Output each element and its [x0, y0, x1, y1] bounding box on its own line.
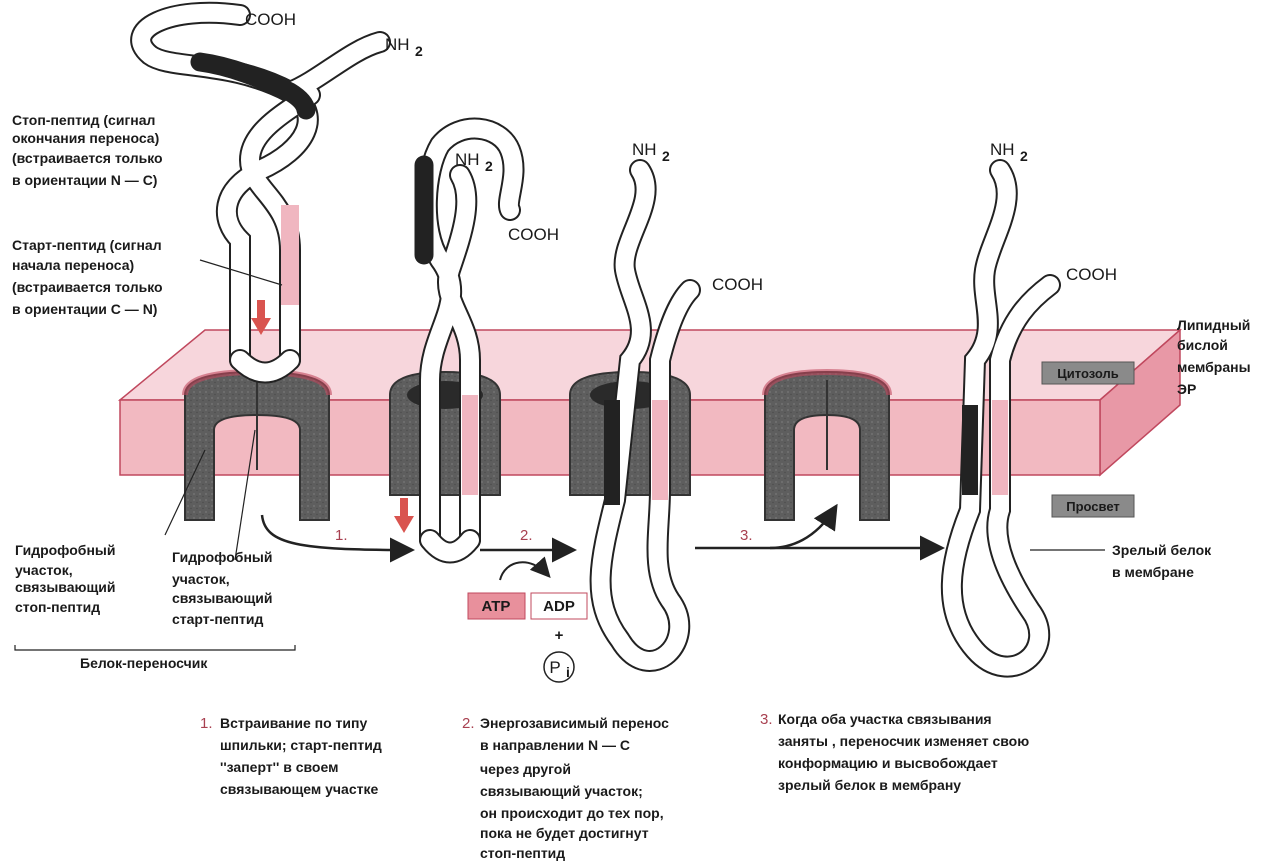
svg-text:окончания переноса): окончания переноса)	[12, 130, 159, 146]
svg-text:заняты , переносчик изменяет с: заняты , переносчик изменяет свою	[778, 733, 1029, 749]
step-3-caption: 3. Когда оба участка связывания заняты ,…	[760, 711, 1029, 793]
svg-text:связывающий: связывающий	[15, 579, 115, 595]
step-3-num: 3.	[740, 527, 753, 544]
svg-text:старт-пептид: старт-пептид	[172, 611, 263, 627]
pi-circle: P i	[544, 652, 574, 682]
cytosol-label: Цитозоль	[1057, 366, 1118, 381]
svg-text:зрелый белок в мембрану: зрелый белок в мембрану	[778, 777, 961, 793]
svg-text:1.: 1.	[200, 715, 213, 732]
carrier-protein-1	[185, 372, 329, 520]
step-1-num: 1.	[335, 527, 348, 544]
svg-text:в ориентации N — C): в ориентации N — C)	[12, 172, 157, 188]
svg-text:в мембране: в мембране	[1112, 564, 1194, 580]
svg-text:через другой: через другой	[480, 761, 571, 777]
svg-text:(встраивается только: (встраивается только	[12, 279, 163, 295]
svg-text:в ориентации С — N): в ориентации С — N)	[12, 301, 157, 317]
nh2-subscript-2: 2	[485, 158, 493, 174]
red-arrow-2	[394, 498, 414, 533]
step-2-num: 2.	[520, 527, 533, 544]
svg-text:он происходит до тех пор,: он происходит до тех пор,	[480, 805, 664, 821]
nh2-subscript-3: 2	[662, 148, 670, 164]
svg-text:бислой: бислой	[1177, 337, 1228, 353]
carrier-protein-4	[765, 372, 889, 520]
cooh-label-1: COOH	[245, 10, 296, 29]
pi-label: P	[549, 658, 560, 677]
svg-text:Встраивание по типу: Встраивание по типу	[220, 715, 367, 731]
svg-text:Зрелый белок: Зрелый белок	[1112, 542, 1212, 558]
adp-label: ADP	[543, 598, 575, 615]
step-2-caption: 2. Энергозависимый перенос в направлении…	[462, 715, 669, 861]
svg-text:в направлении N — C: в направлении N — C	[480, 737, 630, 753]
mature-protein-label: Зрелый белок в мембране	[1112, 542, 1212, 580]
svg-text:2.: 2.	[462, 715, 475, 732]
svg-text:Когда оба участка связывания: Когда оба участка связывания	[778, 711, 992, 727]
step-1-caption: 1. Встраивание по типу шпильки; старт-пе…	[200, 715, 382, 797]
svg-text:связывающий: связывающий	[172, 590, 272, 606]
svg-text:ЭР: ЭР	[1177, 381, 1196, 397]
atp-arrow	[500, 562, 548, 580]
svg-text:Энергозависимый перенос: Энергозависимый перенос	[480, 715, 669, 731]
svg-text:Липидный: Липидный	[1177, 317, 1250, 333]
cooh-label-3: COOH	[712, 275, 763, 294]
svg-text:(встраивается только: (встраивается только	[12, 150, 163, 166]
svg-text:начала переноса): начала переноса)	[12, 257, 134, 273]
cytosol-badge: Цитозоль	[1042, 362, 1134, 384]
svg-text:участок,: участок,	[172, 571, 230, 587]
svg-text:стоп-пептид: стоп-пептид	[480, 845, 565, 861]
nh2-label-1: NH	[385, 35, 410, 54]
svg-text:Гидрофобный: Гидрофобный	[172, 549, 272, 565]
svg-text:Гидрофобный: Гидрофобный	[15, 542, 115, 558]
svg-text:Старт-пептид (сигнал: Старт-пептид (сигнал	[12, 237, 162, 253]
pi-subscript: i	[566, 664, 570, 680]
start-peptide-label: Старт-пептид (сигнал начала переноса) (в…	[12, 237, 163, 317]
nh2-label-4: NH	[990, 140, 1015, 159]
nh2-subscript-4: 2	[1020, 148, 1028, 164]
nh2-subscript-1: 2	[415, 43, 423, 59]
nh2-label-2: NH	[455, 150, 480, 169]
svg-text:пока не будет достигнут: пока не будет достигнут	[480, 825, 649, 841]
plus-sign: +	[555, 627, 564, 644]
atp-label: ATP	[482, 598, 511, 615]
lumen-badge: Просвет	[1052, 495, 1134, 517]
cooh-label-4: COOH	[1066, 265, 1117, 284]
svg-text:''заперт'' в своем: ''заперт'' в своем	[220, 759, 338, 775]
lipid-bilayer-label: Липидный бислой мембраны ЭР	[1177, 317, 1251, 397]
carrier-protein-2	[390, 372, 500, 495]
lumen-label: Просвет	[1066, 499, 1120, 514]
svg-text:шпильки; старт-пептид: шпильки; старт-пептид	[220, 737, 382, 753]
svg-text:участок,: участок,	[15, 562, 73, 578]
svg-text:конформацию и высвобождает: конформацию и высвобождает	[778, 755, 998, 771]
hydrophobic-stop-label: Гидрофобный участок, связывающий стоп-пе…	[15, 542, 115, 615]
cooh-label-2: COOH	[508, 225, 559, 244]
stop-peptide-label: Стоп-пептид (сигнал окончания переноса) …	[12, 112, 163, 188]
svg-text:мембраны: мембраны	[1177, 359, 1251, 375]
carrier-protein-label: Белок-переносчик	[80, 655, 208, 671]
svg-text:связывающий участок;: связывающий участок;	[480, 783, 643, 799]
atp-box: ATP	[468, 593, 525, 619]
svg-text:Стоп-пептид (сигнал: Стоп-пептид (сигнал	[12, 112, 155, 128]
adp-box: ADP	[531, 593, 587, 619]
svg-text:связывающем участке: связывающем участке	[220, 781, 378, 797]
nh2-label-3: NH	[632, 140, 657, 159]
svg-text:3.: 3.	[760, 711, 773, 728]
svg-text:стоп-пептид: стоп-пептид	[15, 599, 100, 615]
hydrophobic-start-label: Гидрофобный участок, связывающий старт-п…	[172, 549, 272, 627]
